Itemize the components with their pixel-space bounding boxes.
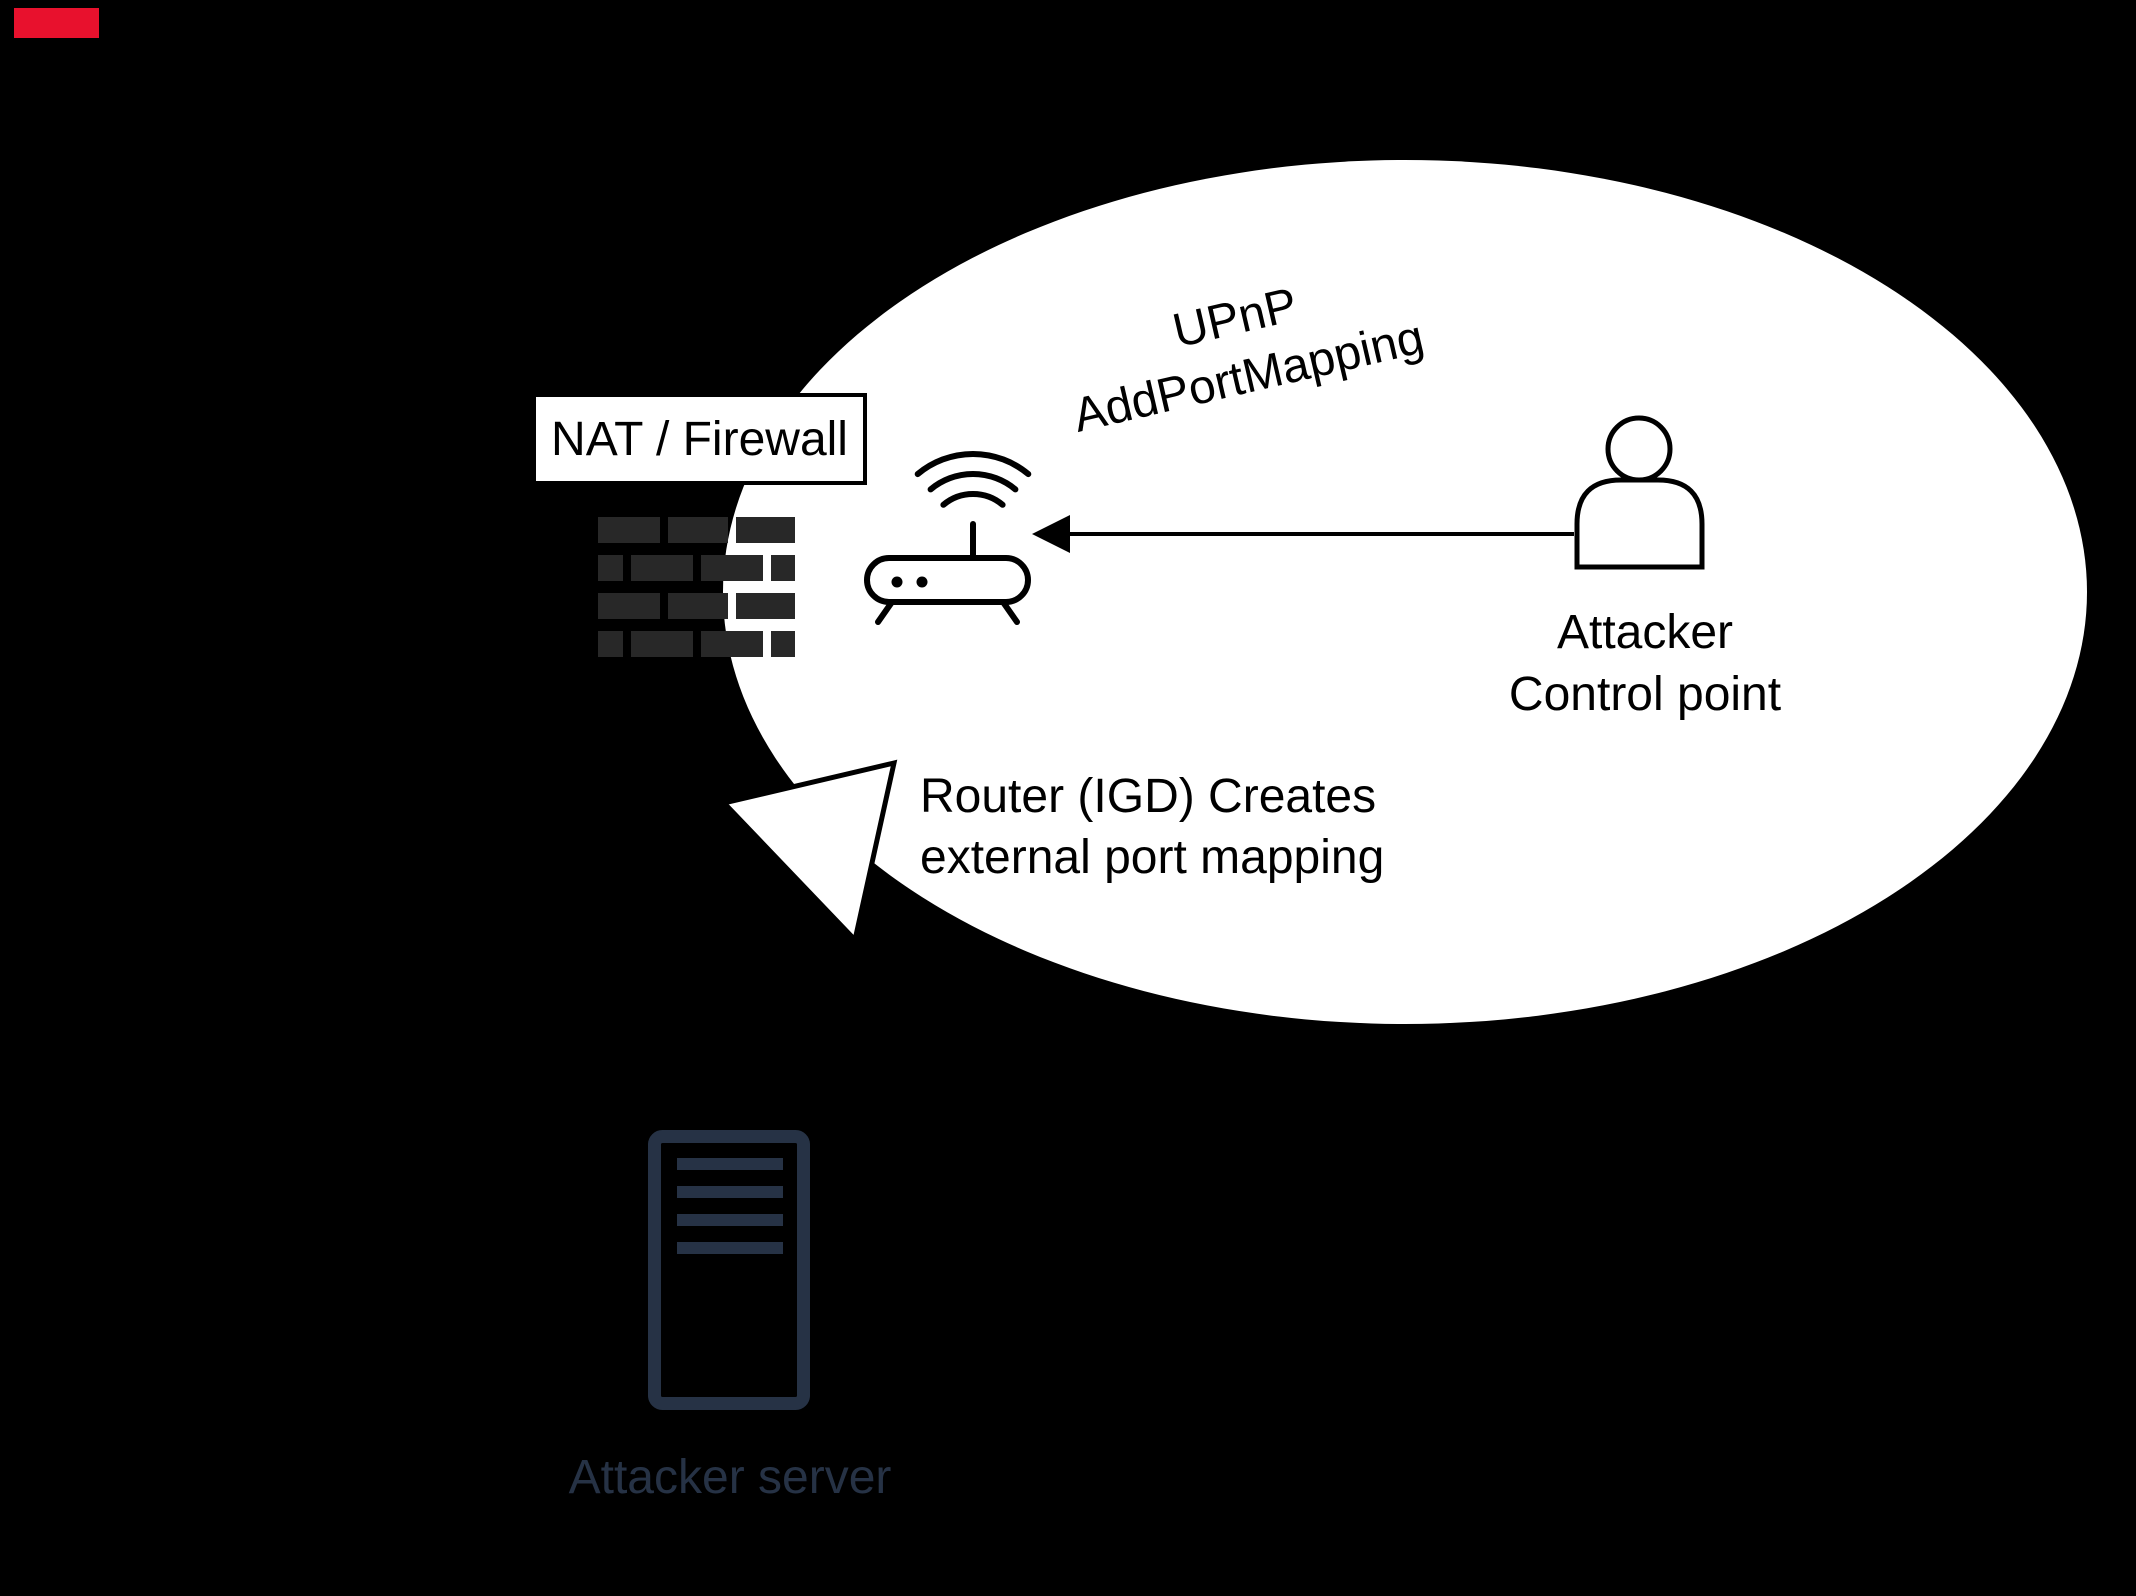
router-leg [875,599,895,625]
lan-bubble [723,160,2087,1024]
attacker-caption: Attacker Control point [1445,602,1845,726]
router-leg [1000,599,1020,625]
server-caption: Attacker server [568,1451,892,1504]
router-icon [864,450,1032,625]
firewall-icon [598,517,795,657]
red-marker [14,8,99,38]
attacker-caption-line1: Attacker [1556,606,1734,659]
router-igd-note: Router (IGD) Creates external port mappi… [920,766,1480,888]
router-igd-note-line2: external port mapping [920,831,1385,884]
person-head [1605,415,1673,483]
router-led [891,576,903,588]
attacker-caption-line2: Control point [1508,668,1782,721]
nat-firewall-box: NAT / Firewall [532,393,867,485]
bubble-tail [719,759,898,946]
server-icon [648,1130,810,1410]
person-torso [1574,477,1705,570]
router-body [864,555,1031,605]
wifi-waves-icon [914,450,1032,508]
router-led [916,576,928,588]
arrowhead-icon [1032,515,1070,553]
router-igd-note-line1: Router (IGD) Creates [920,770,1377,823]
upnp-request-arrow [1032,515,1574,553]
attacker-person-icon [1574,415,1705,570]
nat-firewall-label: NAT / Firewall [551,412,848,466]
